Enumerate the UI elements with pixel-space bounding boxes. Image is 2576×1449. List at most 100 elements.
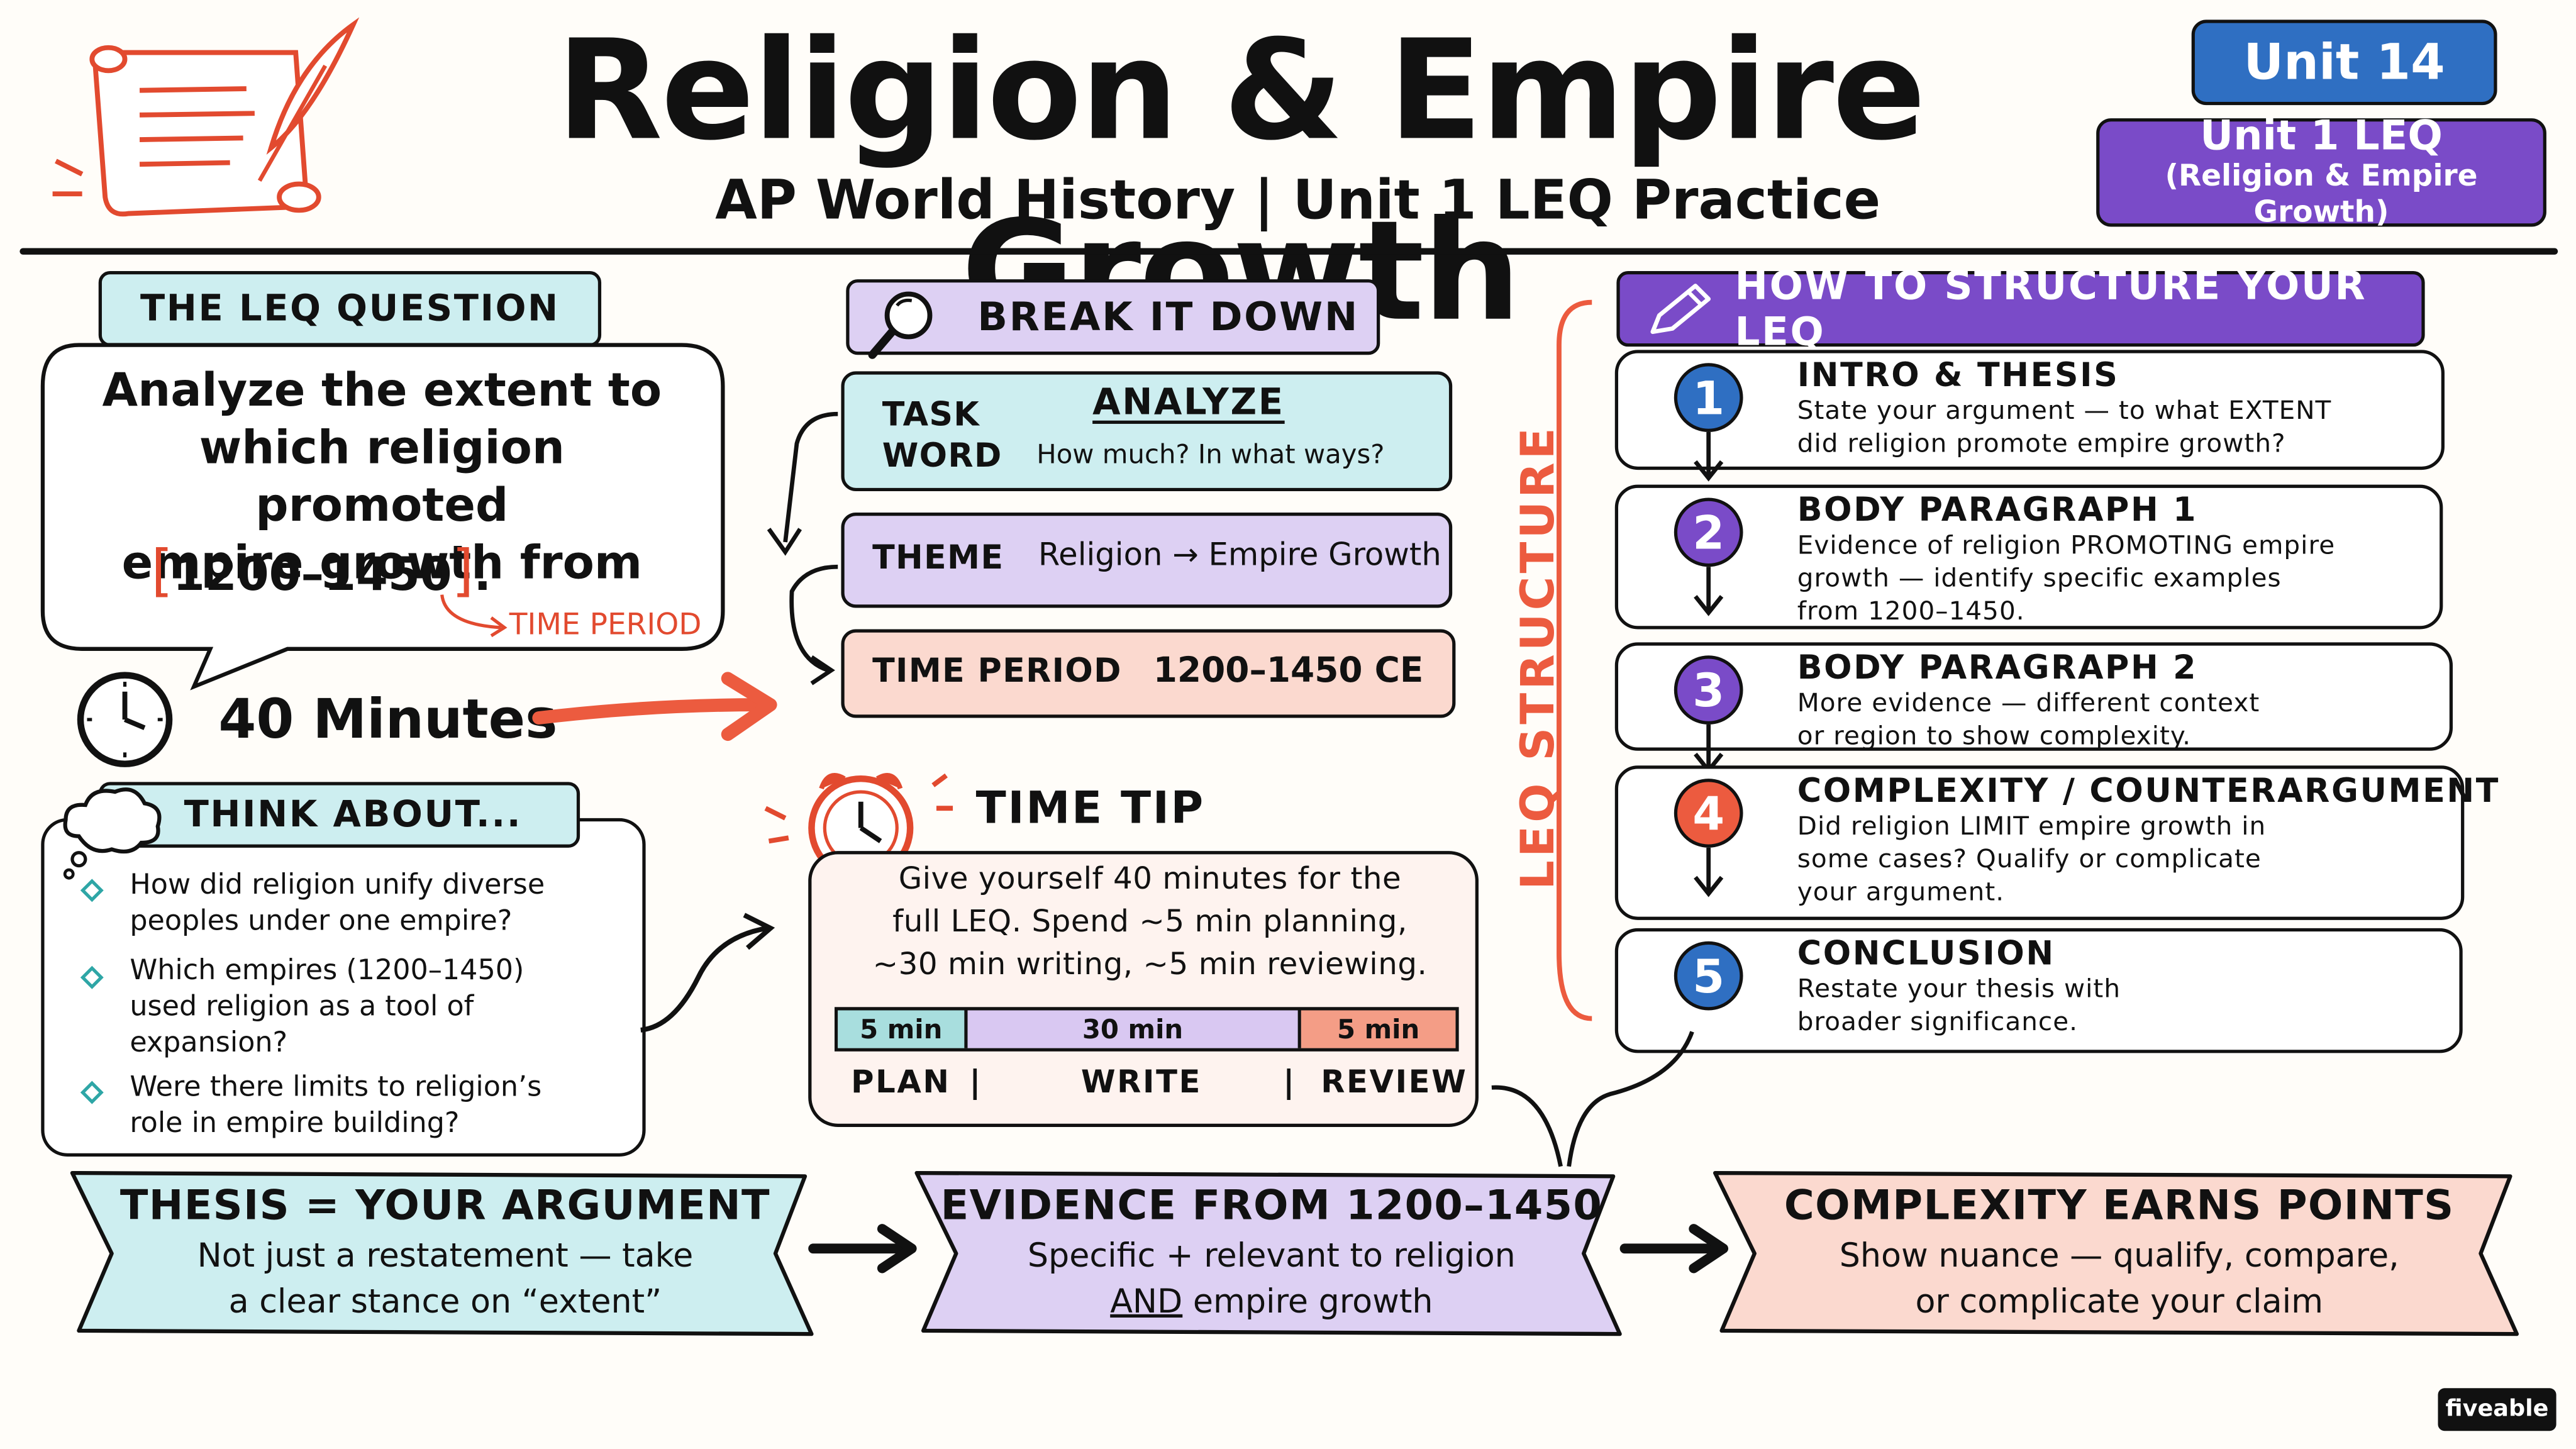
theme-row xyxy=(841,513,1453,608)
time-period-row xyxy=(841,629,1456,718)
banner-2-line-2: empire growth xyxy=(1182,1281,1433,1321)
banner-3: COMPLEXITY EARNS POINTS Show nuance — qua… xyxy=(1709,1176,2530,1327)
step-1-desc-d1: State your argument — to what EXTENT xyxy=(1797,396,2332,426)
banner-2-title: EVIDENCE FROM 1200–1450 xyxy=(940,1181,1603,1229)
think-item-2-line-1: Which empires (1200–1450) xyxy=(130,954,525,987)
breakdown-bracket xyxy=(767,411,838,686)
step-title-5: CONCLUSION xyxy=(1797,933,2055,973)
structure-label: HOW TO STRUCTURE YOUR LEQ xyxy=(1616,263,2425,355)
speech-bubble xyxy=(40,343,725,691)
step-3-desc-d2: or region to show complexity. xyxy=(1797,721,2192,751)
magnifier-icon xyxy=(868,291,933,359)
banner-1: THESIS = YOUR ARGUMENT Not just a restate… xyxy=(65,1176,824,1327)
time-tip-line-1: Give yourself 40 minutes for the xyxy=(898,862,1402,897)
banner-arrow-1 xyxy=(808,1224,917,1274)
task-word: ANALYZE xyxy=(1092,382,1285,424)
timer-label: 40 Minutes xyxy=(218,686,558,751)
banner-1-line-1: Not just a restatement — take xyxy=(197,1235,694,1275)
step-number-1: 1 xyxy=(1674,363,1743,433)
phase-plan-label: PLAN xyxy=(851,1064,951,1101)
structure-step-4 xyxy=(1614,765,2465,920)
time-tip-panel xyxy=(808,851,1479,1127)
task-hint: How much? In what ways? xyxy=(1036,438,1385,470)
banner-3-line-2: or complicate your claim xyxy=(1915,1281,2324,1321)
clock-icon xyxy=(77,672,173,767)
step-title-1: INTRO & THESIS xyxy=(1797,355,2119,394)
time-period-note: TIME PERIOD xyxy=(509,608,702,643)
step-2-desc-d2: growth — identify specific examples xyxy=(1797,563,2282,594)
header-divider xyxy=(19,248,2558,255)
task-label-2: WORD xyxy=(882,435,1002,475)
question-line-1: Analyze the extent to xyxy=(102,363,662,418)
step-arrow-1 xyxy=(1694,432,1724,482)
step-number-5: 5 xyxy=(1674,941,1743,1011)
leq-badge-line1: Unit 1 LEQ xyxy=(2200,111,2443,160)
period-label: TIME PERIOD xyxy=(872,650,1122,691)
think-item-2-line-3: expansion? xyxy=(130,1026,288,1060)
time-segment-2: 30 min xyxy=(967,1010,1301,1048)
question-line-3: empire growth from xyxy=(121,535,643,590)
leq-badge-line2: (Religion & Empire Growth) xyxy=(2165,159,2478,230)
step-title-3: BODY PARAGRAPH 2 xyxy=(1797,647,2198,687)
theme-value: Religion → Empire Growth xyxy=(1038,537,1441,574)
task-label-1: TASK xyxy=(882,394,980,434)
leq-badge: Unit 1 LEQ (Religion & Empire Growth) xyxy=(2096,113,2546,230)
step-4-desc-d1: Did religion LIMIT empire growth in xyxy=(1797,811,2267,841)
step-1-desc-d2: did religion promote empire growth? xyxy=(1797,428,2286,458)
pencil-icon xyxy=(1650,284,1711,335)
step-2-desc-d3: from 1200–1450. xyxy=(1797,596,2025,626)
fiveable-watermark: fiveable xyxy=(2438,1388,2557,1431)
think-item-2-line-2: used religion as a tool of xyxy=(130,991,474,1024)
leq-question-label: THE LEQ QUESTION xyxy=(98,271,602,347)
period-arrow xyxy=(440,594,508,638)
banner-2-line-2-emphasis: AND xyxy=(1110,1281,1183,1321)
break-it-down-label: BREAK IT DOWN xyxy=(846,279,1380,355)
time-segment-3: 5 min xyxy=(1301,1010,1456,1048)
step-5-desc-d2: broader significance. xyxy=(1797,1007,2079,1037)
think-item-3-line-1: Were there limits to religion’s xyxy=(130,1071,542,1104)
unit-badge-text: Unit 14 xyxy=(2243,33,2445,91)
step-title-4: COMPLEXITY / COUNTERARGUMENT xyxy=(1797,770,2501,810)
think-item-1-line-2: peoples under one empire? xyxy=(130,905,513,938)
banner-3-line-1: Show nuance — qualify, compare, xyxy=(1839,1235,2399,1275)
phase-sep-2: | xyxy=(1283,1064,1295,1101)
thought-cloud-icon xyxy=(63,787,162,880)
phase-review-label: REVIEW xyxy=(1321,1064,1468,1101)
question-period-text: 1200–1450 xyxy=(172,547,452,602)
step-title-2: BODY PARAGRAPH 1 xyxy=(1797,489,2198,530)
think-about-label: THINK ABOUT... xyxy=(98,782,580,848)
step-number-4: 4 xyxy=(1674,779,1743,848)
period-value: 1200–1450 CE xyxy=(1153,650,1424,691)
structure-step-2 xyxy=(1614,484,2443,630)
structure-brace xyxy=(1557,299,1592,1021)
think-about-panel xyxy=(41,818,646,1157)
structure-step-1 xyxy=(1614,350,2445,470)
think-item-3-line-2: role in empire building? xyxy=(130,1107,460,1140)
banner-2-line-1: Specific + relevant to religion xyxy=(1027,1235,1516,1275)
theme-label: THEME xyxy=(872,537,1004,577)
step-2-desc-d1: Evidence of religion PROMOTING empire xyxy=(1797,530,2336,560)
structure-step-5 xyxy=(1614,928,2463,1053)
banner-arrow-2 xyxy=(1619,1224,1729,1274)
phase-sep-1: | xyxy=(969,1064,981,1101)
banner-shape-2 xyxy=(914,1170,1622,1336)
step-3-desc-d1: More evidence — different context xyxy=(1797,688,2260,718)
leq-structure-side-label: LEQ STRUCTURE xyxy=(1510,425,1565,890)
banner-3-title: COMPLEXITY EARNS POINTS xyxy=(1784,1181,2455,1229)
step-4-desc-d2: some cases? Qualify or complicate xyxy=(1797,844,2262,874)
banner-1-line-2: a clear stance on “extent” xyxy=(228,1281,662,1321)
structure-to-evidence-connector xyxy=(1491,1031,1694,1167)
step-arrow-4 xyxy=(1694,847,1724,897)
banner-1-title: THESIS = YOUR ARGUMENT xyxy=(119,1181,770,1229)
time-tip-label: TIME TIP xyxy=(975,784,1205,835)
step-4-desc-d3: your argument. xyxy=(1797,877,2005,907)
phase-write-label: WRITE xyxy=(1080,1064,1202,1101)
step-number-3: 3 xyxy=(1674,655,1743,724)
task-word-row xyxy=(841,371,1453,492)
page-subtitle: AP World History | Unit 1 LEQ Practice xyxy=(715,167,1881,232)
structure-step-3 xyxy=(1614,642,2453,751)
question-period: [1200–1450]. xyxy=(151,538,492,605)
unit-badge: Unit 14 xyxy=(2191,19,2497,106)
step-number-2: 2 xyxy=(1674,497,1743,567)
scroll-quill-icon xyxy=(52,17,360,217)
